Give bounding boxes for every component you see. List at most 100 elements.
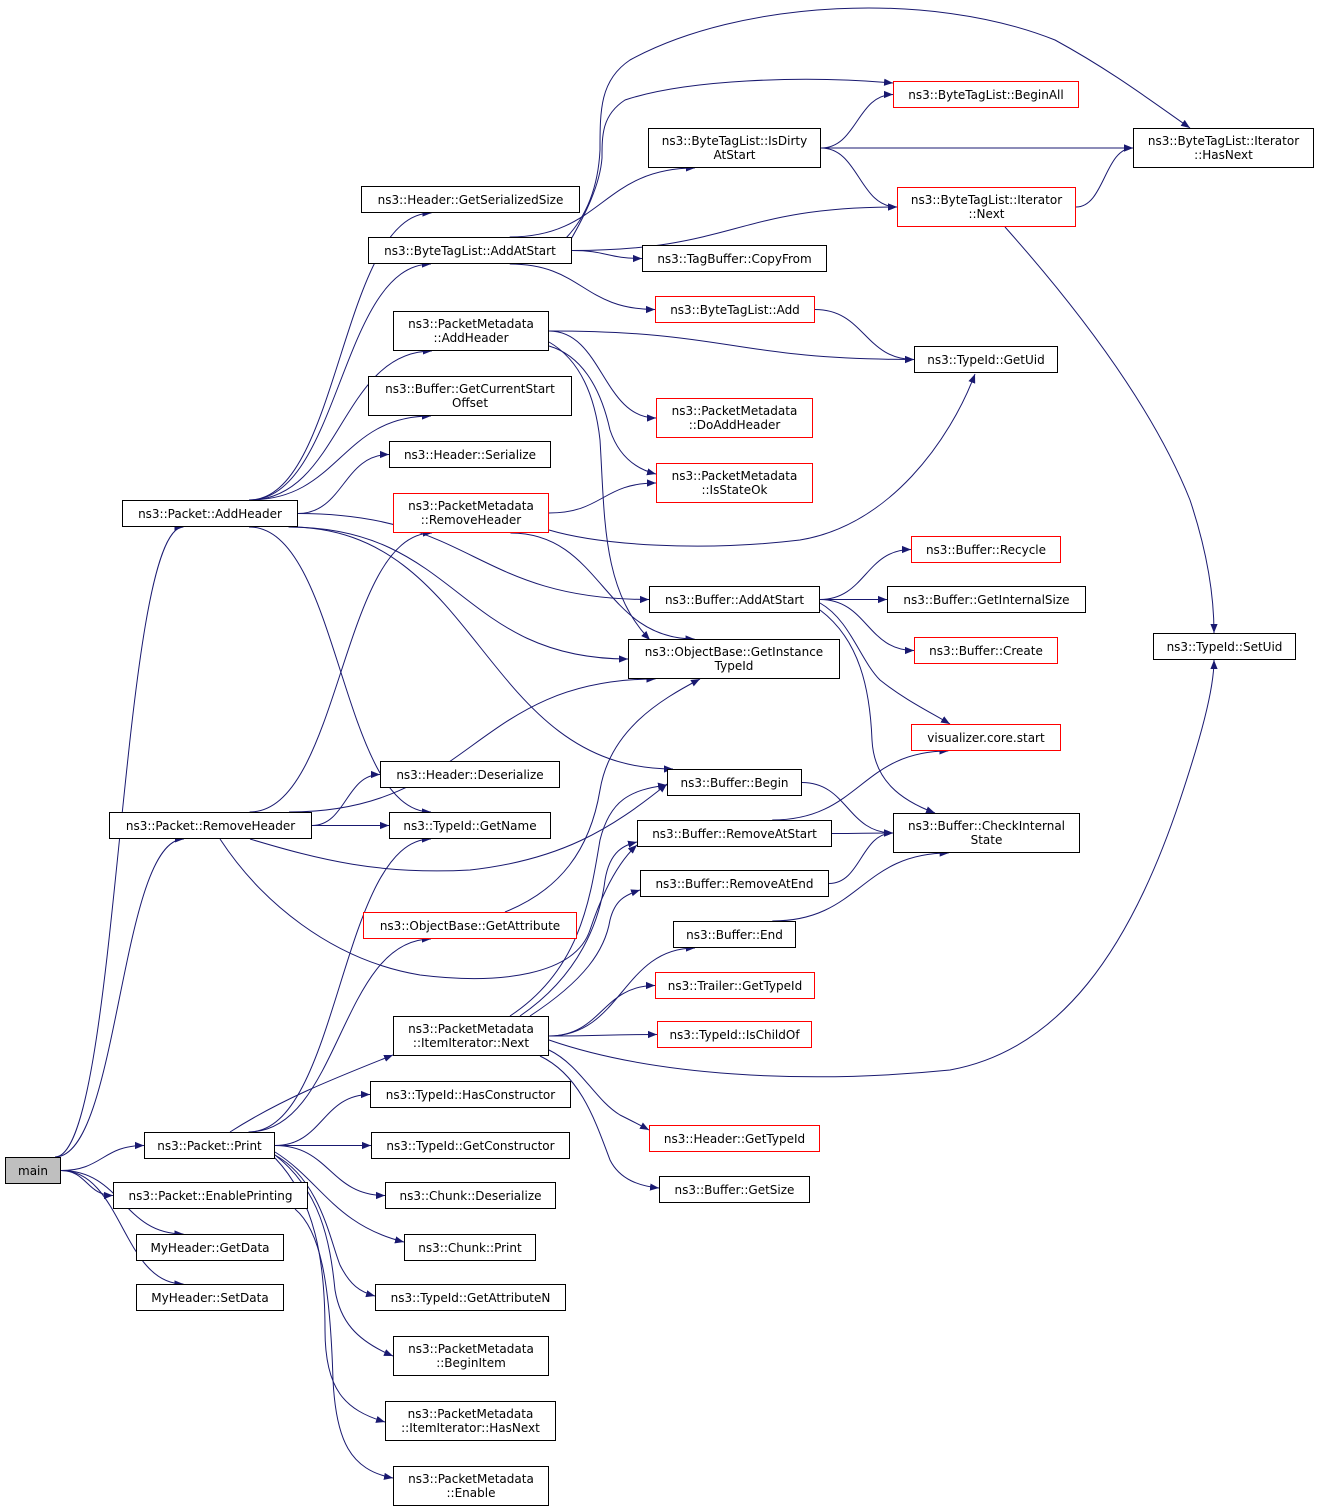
node-btl-addatstart[interactable]: ns3::ByteTagList::AddAtStart (368, 237, 572, 264)
node-trailer-gettid[interactable]: ns3::Trailer::GetTypeId (655, 972, 815, 999)
node-label-line: ::DoAddHeader (688, 418, 781, 432)
call-edge-buf_removeatend-to-buf_checkstate (828, 829, 894, 884)
node-label-line: ns3::ByteTagList::AddAtStart (384, 243, 556, 258)
node-pm-addheader[interactable]: ns3::PacketMetadata::AddHeader (393, 311, 549, 351)
call-edge-pm_addheader-to-pm_doaddheader (548, 330, 657, 422)
node-btl-ithasnext[interactable]: ns3::ByteTagList::Iterator::HasNext (1133, 128, 1314, 168)
node-pm-isstateok[interactable]: ns3::PacketMetadata::IsStateOk (656, 463, 813, 503)
node-label-line: main (18, 1163, 48, 1178)
node-label-line: ns3::PacketMetadata (408, 1472, 534, 1486)
node-tid-getattrn[interactable]: ns3::TypeId::GetAttributeN (375, 1284, 566, 1311)
node-label-line: MyHeader::GetData (150, 1240, 270, 1255)
call-edge-p_print-to-tid_hasctor (274, 1090, 371, 1146)
node-btl-beginall[interactable]: ns3::ByteTagList::BeginAll (893, 81, 1079, 108)
node-tid-getctor[interactable]: ns3::TypeId::GetConstructor (371, 1132, 570, 1159)
node-tid-hasctor[interactable]: ns3::TypeId::HasConstructor (370, 1081, 571, 1108)
node-p-addheader[interactable]: ns3::Packet::AddHeader (122, 500, 298, 527)
node-label-line: ns3::Header::GetSerializedSize (377, 192, 564, 207)
node-buf-removeatstart[interactable]: ns3::Buffer::RemoveAtStart (637, 820, 832, 847)
node-buf-removeatend[interactable]: ns3::Buffer::RemoveAtEnd (640, 870, 829, 897)
node-label-line: ns3::Buffer::RemoveAtEnd (655, 876, 814, 891)
call-edge-pm_itnext-to-buf_getsize (539, 1055, 660, 1191)
node-header-gettid[interactable]: ns3::Header::GetTypeId (649, 1125, 820, 1152)
call-edge-pm_addheader-to-tid_getuid (548, 330, 915, 364)
node-label-line: MyHeader::SetData (151, 1290, 269, 1305)
node-label-line: ::RemoveHeader (420, 513, 522, 527)
node-btl-add[interactable]: ns3::ByteTagList::Add (655, 296, 815, 323)
node-pm-enable[interactable]: ns3::PacketMetadata::Enable (393, 1466, 549, 1506)
node-main: main (5, 1157, 61, 1184)
node-tid-ischildof[interactable]: ns3::TypeId::IsChildOf (657, 1021, 812, 1048)
node-vis-start[interactable]: visualizer.core.start (911, 724, 1061, 751)
call-edge-p_print-to-tid_getname (248, 835, 431, 1133)
node-buf-getintsize[interactable]: ns3::Buffer::GetInternalSize (887, 586, 1086, 613)
node-pm-doaddheader[interactable]: ns3::PacketMetadata::DoAddHeader (656, 398, 813, 438)
node-label-line: ns3::Buffer::Recycle (925, 542, 1047, 557)
node-buf-getsize[interactable]: ns3::Buffer::GetSize (659, 1176, 810, 1203)
node-label-line: ::IsStateOk (701, 483, 768, 497)
node-label-line: ns3::Buffer::AddAtStart (664, 592, 805, 607)
call-edge-p_print-to-tid_getattrn (274, 1154, 376, 1298)
call-edge-buf_removeatstart-to-vis_start (772, 747, 949, 821)
node-label-line: ns3::Chunk::Deserialize (399, 1188, 542, 1203)
node-tid-getuid[interactable]: ns3::TypeId::GetUid (914, 346, 1058, 373)
call-edge-btl_itnext-to-tid_setuid (1004, 226, 1218, 634)
node-pm-beginitem[interactable]: ns3::PacketMetadata::BeginItem (393, 1336, 549, 1376)
call-edge-pm_itnext-to-buf_removeatend (529, 889, 641, 1017)
call-edge-p_addheader-to-h_getser (249, 209, 432, 501)
call-edge-main-to-p_addheader (54, 523, 184, 1158)
call-edge-p_print-to-chunk_deser (274, 1145, 386, 1200)
node-p-enableprinting[interactable]: ns3::Packet::EnablePrinting (113, 1182, 308, 1209)
node-pm-itnext[interactable]: ns3::PacketMetadata::ItemIterator::Next (393, 1016, 549, 1056)
node-label-line: ns3::Header::Serialize (403, 447, 537, 462)
node-myh-setdata[interactable]: MyHeader::SetData (136, 1284, 284, 1311)
node-label-line: visualizer.core.start (927, 730, 1045, 745)
node-chunk-print[interactable]: ns3::Chunk::Print (404, 1234, 536, 1261)
node-h-serialize[interactable]: ns3::Header::Serialize (389, 441, 551, 468)
node-label-line: ns3::ByteTagList::Add (670, 302, 800, 317)
node-buf-recycle[interactable]: ns3::Buffer::Recycle (911, 536, 1061, 563)
node-tid-setuid[interactable]: ns3::TypeId::SetUid (1153, 633, 1296, 660)
node-pm-ithasnext[interactable]: ns3::PacketMetadata::ItemIterator::HasNe… (385, 1401, 556, 1441)
node-label-line: ns3::Buffer::GetCurrentStart (385, 382, 555, 396)
call-edge-p_addheader-to-buf_getcurstart (248, 412, 432, 501)
call-edge-buf_begin-to-buf_checkstate (801, 782, 894, 837)
node-buf-begin[interactable]: ns3::Buffer::Begin (667, 769, 802, 796)
node-p-removeheader[interactable]: ns3::Packet::RemoveHeader (109, 812, 312, 839)
node-label-line: ns3::Buffer::GetSize (674, 1182, 795, 1197)
node-h-getser[interactable]: ns3::Header::GetSerializedSize (361, 186, 580, 213)
call-edge-buf_end-to-buf_checkstate (772, 849, 949, 922)
node-tb-copyfrom[interactable]: ns3::TagBuffer::CopyFrom (642, 245, 827, 272)
node-h-deserialize[interactable]: ns3::Header::Deserialize (380, 761, 560, 788)
call-edge-p_addheader-to-tid_getname (248, 526, 432, 816)
node-buf-create[interactable]: ns3::Buffer::Create (914, 637, 1058, 664)
node-buf-end[interactable]: ns3::Buffer::End (673, 921, 796, 948)
call-edge-btl_addatstart-to-btl_isdirty (509, 164, 695, 238)
node-ob-getattr[interactable]: ns3::ObjectBase::GetAttribute (363, 912, 577, 939)
node-label-line: ::Enable (446, 1486, 496, 1500)
call-edge-p_print-to-chunk_print (274, 1151, 405, 1244)
node-label-line: ns3::TypeId::GetUid (927, 352, 1045, 367)
call-edge-pm_removeheader-to-pm_isstateok (548, 479, 657, 514)
node-buf-addatstart[interactable]: ns3::Buffer::AddAtStart (649, 586, 820, 613)
node-label-line: ns3::Buffer::CheckInternal (907, 819, 1066, 833)
node-pm-removeheader[interactable]: ns3::PacketMetadata::RemoveHeader (393, 493, 549, 533)
call-edge-main-to-p_removeheader (54, 835, 184, 1158)
node-label-line: ns3::Packet::Print (157, 1138, 262, 1153)
node-label-line: ns3::ObjectBase::GetAttribute (379, 918, 561, 933)
call-edge-p_addheader-to-buf_addatstart (297, 513, 650, 604)
node-btl-itnext[interactable]: ns3::ByteTagList::Iterator::Next (897, 187, 1076, 227)
node-tid-getname[interactable]: ns3::TypeId::GetName (389, 812, 551, 839)
node-label-line: ns3::Chunk::Print (418, 1240, 522, 1255)
node-label-line: ns3::Packet::EnablePrinting (128, 1188, 293, 1203)
node-label-line: ns3::ByteTagList::Iterator (910, 193, 1063, 207)
node-myh-getdata[interactable]: MyHeader::GetData (136, 1234, 284, 1261)
node-chunk-deser[interactable]: ns3::Chunk::Deserialize (385, 1182, 556, 1209)
node-p-print[interactable]: ns3::Packet::Print (144, 1132, 275, 1159)
call-edge-btl_add-to-tid_getuid (814, 309, 915, 364)
